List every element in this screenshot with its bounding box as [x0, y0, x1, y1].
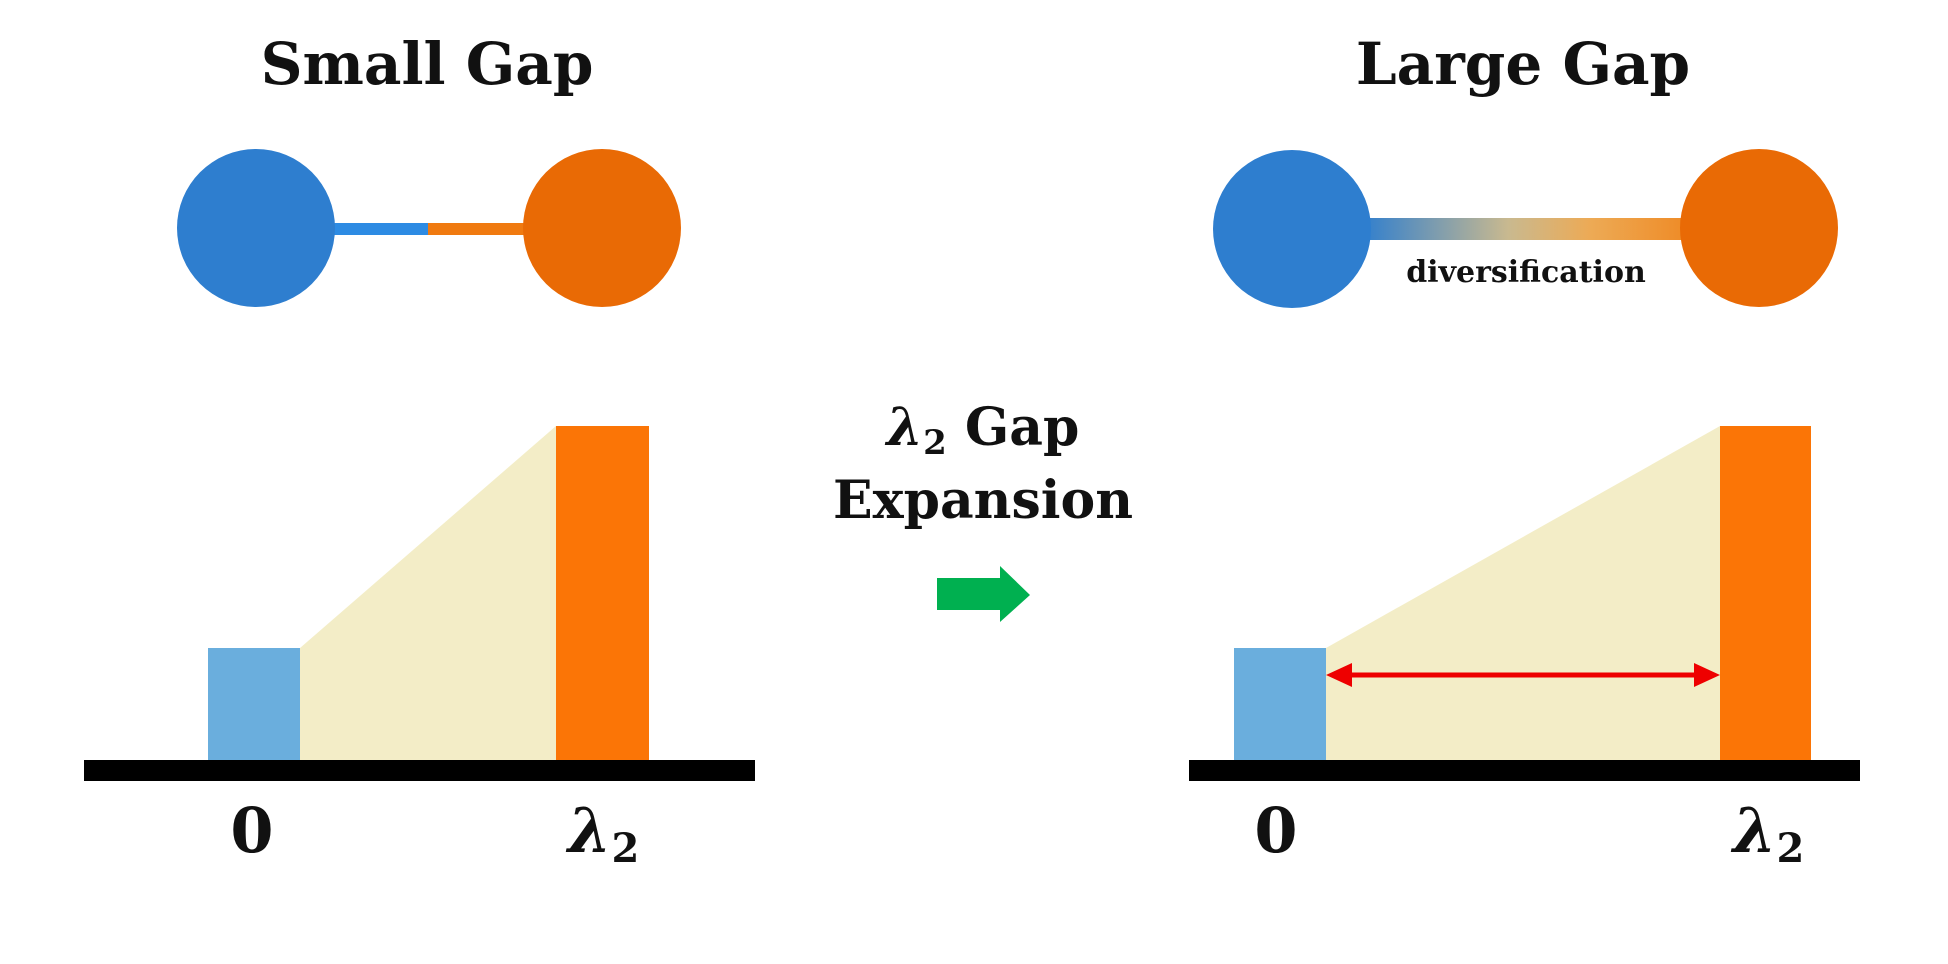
right-node-blue — [1213, 150, 1371, 308]
right-bar-lambda2 — [1720, 426, 1811, 760]
left-graph — [177, 149, 681, 307]
left-spectrum: 0 λ2 — [84, 426, 755, 872]
right-tick-lambda2: λ2 — [1730, 794, 1804, 872]
left-panel: Small Gap 0 λ2 — [84, 30, 755, 872]
right-axis — [1189, 760, 1860, 781]
gap-double-arrow-icon — [1326, 663, 1720, 687]
right-spectrum: 0 λ2 — [1189, 426, 1860, 872]
gap-arrow-right-head — [1694, 663, 1720, 687]
left-gap-shade — [300, 426, 556, 760]
middle-gap-word: Gap — [947, 397, 1080, 458]
right-tick-lambda: λ — [1730, 794, 1776, 867]
middle-line1: λ2 Gap — [885, 397, 1080, 463]
right-title: Large Gap — [1356, 30, 1690, 98]
left-axis — [84, 760, 755, 781]
left-edge-blue-half — [330, 223, 430, 235]
right-edge — [1360, 218, 1690, 240]
right-node-orange — [1680, 149, 1838, 307]
expansion-arrow-icon — [937, 566, 1030, 622]
right-tick-lambda-sub: 2 — [1776, 825, 1804, 872]
right-tick-zero: 0 — [1254, 794, 1297, 867]
right-bar-zero — [1234, 648, 1326, 760]
left-edge-orange-half — [428, 223, 528, 235]
right-panel: Large Gap diversification 0 λ2 — [1189, 30, 1860, 872]
gap-arrow-left-head — [1326, 663, 1352, 687]
right-gap-shade — [1326, 426, 1720, 760]
middle-annotation: λ2 Gap Expansion — [833, 397, 1133, 622]
left-tick-lambda-sub: 2 — [611, 825, 639, 872]
left-tick-zero: 0 — [230, 794, 273, 867]
right-graph: diversification — [1213, 149, 1838, 308]
left-bar-zero — [208, 648, 300, 760]
middle-lambda-sub: 2 — [923, 423, 947, 463]
left-tick-lambda: λ — [565, 794, 611, 867]
left-node-orange — [523, 149, 681, 307]
middle-lambda: λ — [885, 397, 923, 458]
right-edge-label: diversification — [1406, 255, 1646, 290]
middle-line2: Expansion — [833, 470, 1133, 531]
left-node-blue — [177, 149, 335, 307]
left-tick-lambda2: λ2 — [565, 794, 639, 872]
left-bar-lambda2 — [556, 426, 649, 760]
left-title: Small Gap — [261, 30, 594, 98]
